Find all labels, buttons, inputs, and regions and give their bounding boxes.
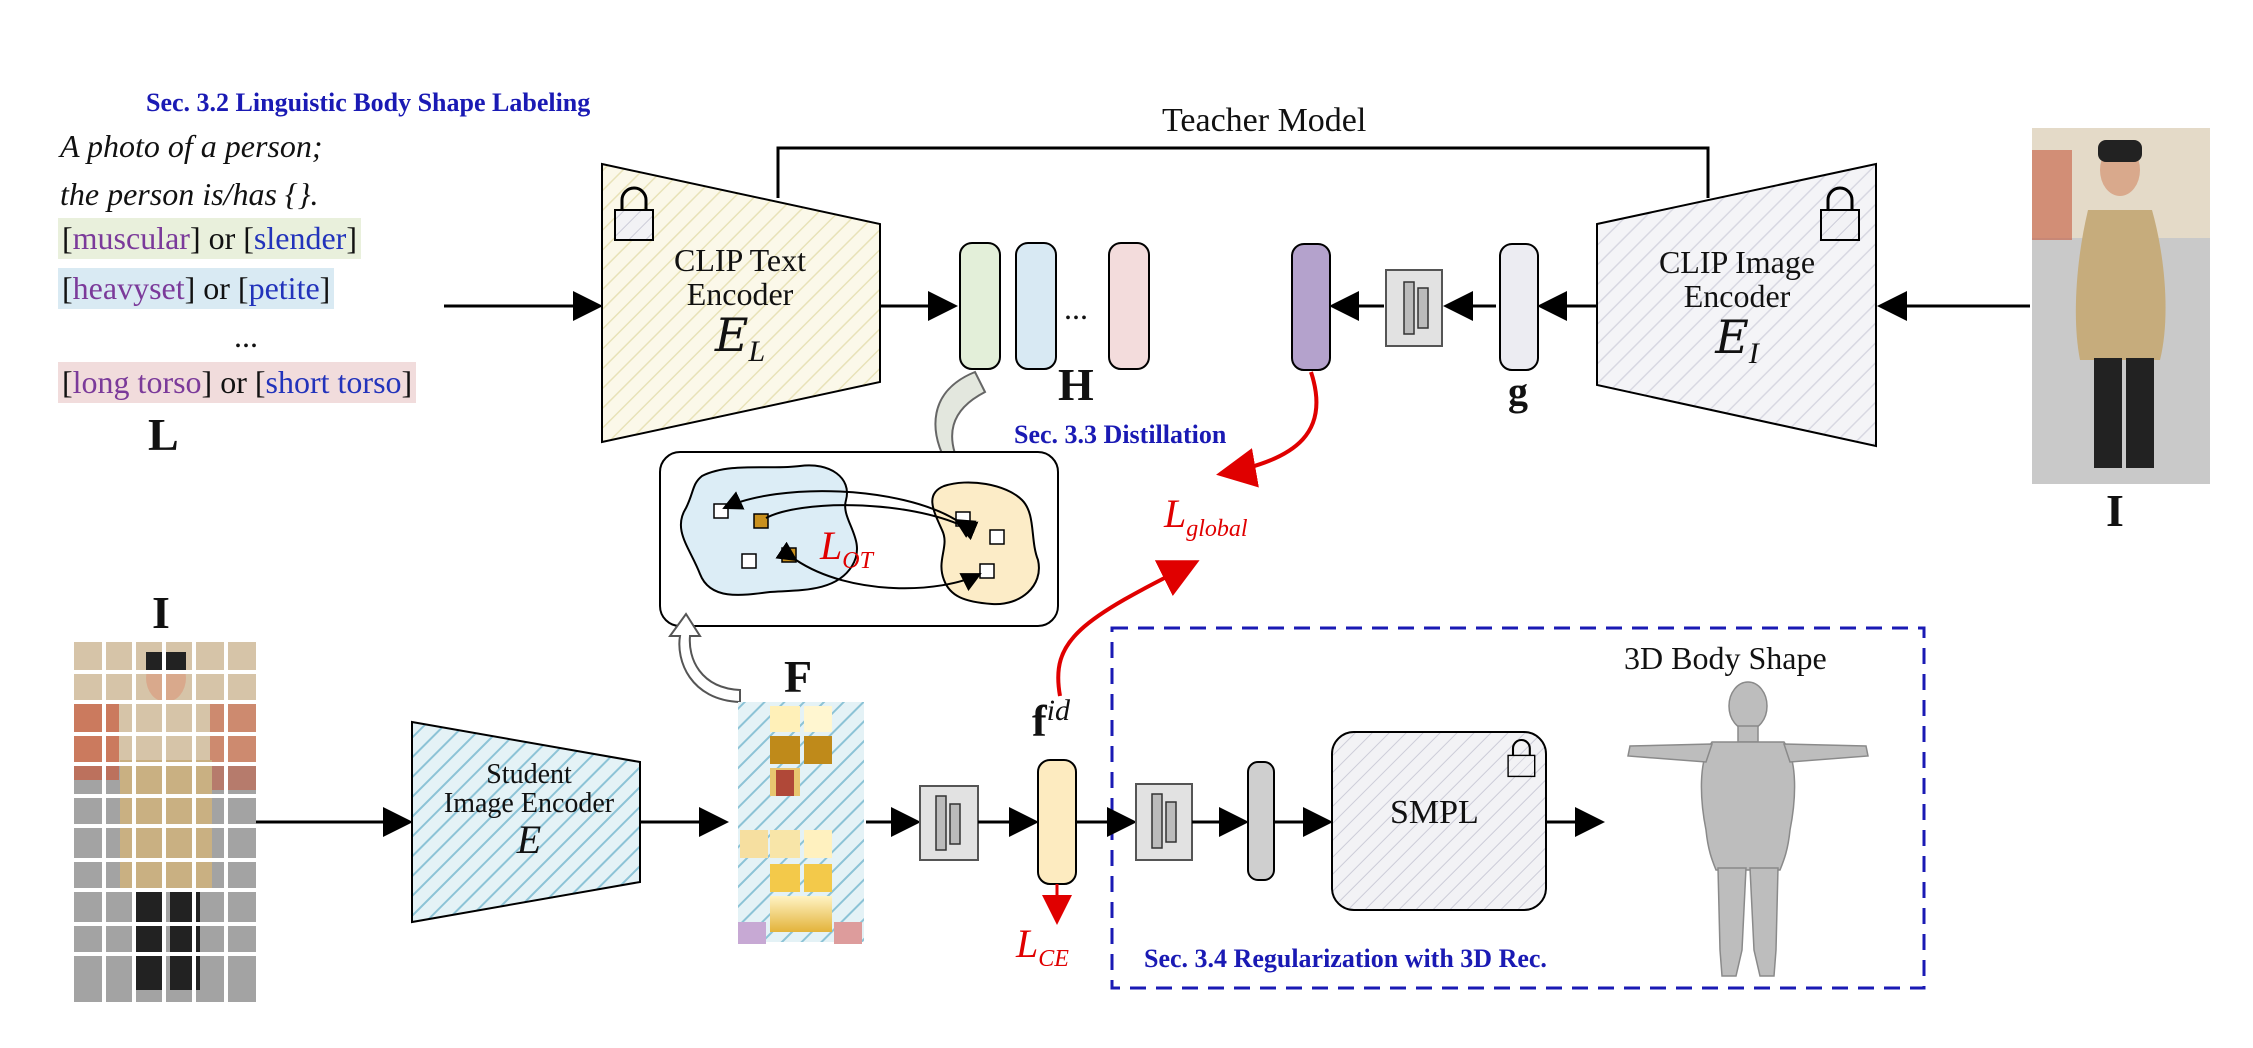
projection-block-student xyxy=(919,785,979,861)
clip-image-encoder-shape xyxy=(1596,162,1877,448)
section-labeling-title: Sec. 3.2 Linguistic Body Shape Labeling xyxy=(146,88,591,117)
loss-ot: LOT xyxy=(820,523,873,574)
projection-block-reg xyxy=(1135,783,1193,861)
clip-image-encoder-label: CLIP Image Encoder EI xyxy=(1658,244,1816,371)
symbol-g: g xyxy=(1508,369,1528,414)
loss-global: Lglobal xyxy=(1164,491,1248,542)
student-encoder-label: Student Image Encoder E xyxy=(443,759,615,862)
teacher-model-bracket xyxy=(776,146,1710,198)
prompt-line-2: the person is/has {}. xyxy=(60,176,319,212)
text-feature-cloud xyxy=(931,481,1040,606)
patch-grid xyxy=(74,642,256,1002)
body-mesh-figure xyxy=(1627,681,1869,977)
loss-ce: LCE xyxy=(1016,921,1069,972)
text-token xyxy=(1015,242,1057,370)
token-ellipsis: ... xyxy=(1064,290,1088,326)
symbol-F: F xyxy=(784,651,813,702)
clip-text-encoder-shape xyxy=(601,162,881,444)
text-token xyxy=(1108,242,1150,370)
attribute-pair-1: [muscular] or [slender] xyxy=(58,218,361,259)
section-regularization-title: Sec. 3.4 Regularization with 3D Rec. xyxy=(1144,944,1547,973)
shape-param-feature xyxy=(1247,761,1275,881)
projection-block xyxy=(1385,269,1443,347)
person-photo xyxy=(2032,128,2210,484)
teacher-feature xyxy=(1291,243,1331,371)
attribute-pair-2: [heavyset] or [petite] xyxy=(58,268,335,309)
lock-icon xyxy=(1507,739,1536,778)
g-feature xyxy=(1499,243,1539,371)
body-shape-label: 3D Body Shape xyxy=(1624,640,1827,676)
attribute-ellipsis: ... xyxy=(234,318,258,354)
arrow-teacher-to-global xyxy=(1216,371,1319,488)
symbol-I-student: I xyxy=(152,587,170,638)
symbol-H: H xyxy=(1058,359,1094,410)
lock-icon xyxy=(614,186,654,241)
fid-feature xyxy=(1037,759,1077,885)
symbol-I-teacher: I xyxy=(2106,485,2124,536)
student-encoder-shape xyxy=(411,720,641,924)
prompt-line-1: A photo of a person; xyxy=(60,128,323,164)
section-distillation-title: Sec. 3.3 Distillation xyxy=(1014,420,1227,449)
feature-map-F xyxy=(738,702,864,944)
arrow-fid-to-global xyxy=(1056,560,1200,697)
lock-icon xyxy=(1820,186,1860,241)
clip-text-encoder-label: CLIP Text Encoder EL xyxy=(674,242,806,369)
teacher-model-label: Teacher Model xyxy=(1162,102,1367,139)
attribute-pair-3: [long torso] or [short torso] xyxy=(58,362,417,403)
text-token xyxy=(959,242,1001,370)
arrow-features-to-ot xyxy=(668,612,741,704)
symbol-fid: fid xyxy=(1032,694,1070,746)
smpl-label: SMPL xyxy=(1390,794,1479,831)
symbol-L: L xyxy=(148,409,179,460)
